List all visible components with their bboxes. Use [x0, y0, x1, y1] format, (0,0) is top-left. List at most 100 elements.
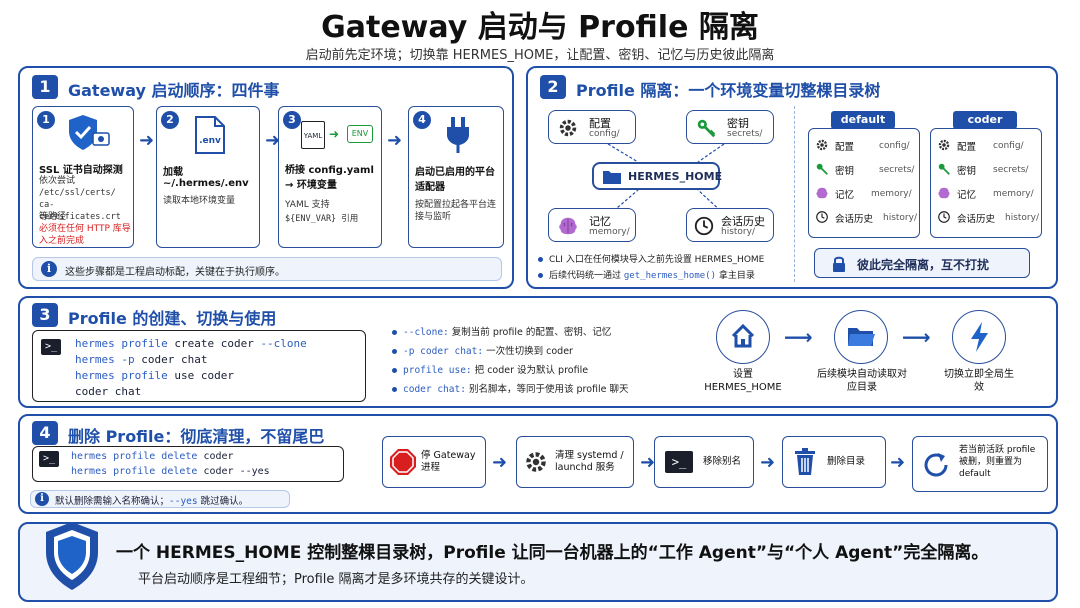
row-sub: history/ [1005, 213, 1039, 223]
section-title: 删除 Profile：彻底清理，不留尾巴 [68, 427, 325, 446]
delete-step-reset: 若当前活跃 profile 被删，则重置为 default [912, 436, 1048, 492]
step-card-yaml: 3 YAML ➜ ENV 桥接 config.yaml → 环境变量 YAML … [278, 106, 382, 248]
bullet-code: get_hermes_home() [623, 271, 717, 281]
delete-command-block: >_ hermes profile delete coder hermes pr… [32, 446, 344, 482]
command-line: hermes profile delete coder --yes [71, 466, 270, 477]
command-line: hermes profile create coder --clone [75, 337, 307, 350]
flow-label: 后续模块自动读取对应目录 [817, 369, 907, 393]
yaml-file-icon: YAML [301, 121, 325, 149]
profile-row: history/ [883, 212, 917, 223]
bullet-text: CLI 入口在任何模块导入之前先设置 HERMES_HOME [549, 255, 765, 265]
gear-icon [816, 139, 828, 151]
brain-icon [938, 187, 950, 199]
flow-label: 切换立即全局生效 [944, 369, 1014, 393]
step-title: 桥接 config.yaml → 环境变量 [285, 165, 374, 191]
node-label: 会话历史 [721, 215, 765, 228]
usage-bullet: profile use: 把 coder 设为默认 profile [392, 362, 588, 376]
row-label: 会话历史 [957, 214, 996, 225]
step-code: ${ENV_VAR} 引用 [285, 214, 359, 224]
page-subtitle: 启动前先定环境；切换靠 HERMES_HOME，让配置、密钥、记忆与历史彼此隔离 [305, 48, 775, 63]
key-icon [816, 163, 828, 175]
env-file-icon: .env [195, 116, 225, 154]
info-note: i 这些步骤都是工程启动标配，关键在于执行顺序。 [32, 257, 502, 281]
section-number: 1 [32, 75, 58, 99]
profile-row: 配置 [835, 139, 854, 153]
home-icon [731, 323, 755, 348]
history-clock-icon [694, 216, 714, 236]
trash-icon [795, 448, 815, 475]
arrow-icon: ➜ [760, 452, 776, 473]
profile-row: config/ [993, 140, 1024, 151]
row-label: 记忆 [957, 190, 977, 201]
step-card-env: 2 .env 加载 ~/.hermes/.env 读取本地环境变量 [156, 106, 260, 248]
profile-row: secrets/ [993, 164, 1028, 175]
arrow-icon: ⟶ [784, 325, 813, 349]
yaml-to-env-icon: YAML ➜ ENV [301, 121, 381, 151]
profile-row: secrets/ [879, 164, 914, 175]
row-sub: memory/ [993, 189, 1034, 199]
gear-icon [559, 119, 577, 137]
gear-icon [526, 452, 546, 472]
step-label: 删除目录 [827, 456, 866, 467]
info-icon: i [41, 261, 57, 277]
footer-headline: 一个 HERMES_HOME 控制整棵目录树，Profile 让同一台机器上的“… [116, 543, 989, 563]
node-label: 配置 [589, 117, 611, 130]
node-sub: history/ [721, 227, 755, 237]
env-tag-icon: ENV [347, 125, 373, 143]
plug-icon [447, 117, 469, 153]
step-number: 4 [413, 111, 431, 129]
bullet-dot-icon [392, 349, 397, 354]
terminal-icon: >_ [41, 339, 61, 355]
svg-text:.env: .env [199, 136, 221, 146]
step-title: 加载 ~/.hermes/.env [163, 167, 249, 189]
step-text: 等路径 [39, 212, 67, 222]
row-label: 密钥 [957, 166, 977, 177]
refresh-icon [924, 453, 948, 477]
flow-node-lightning [952, 310, 1006, 364]
section-gateway-startup: 1 Gateway 启动顺序：四件事 1 SSL 证书自动探测 依次尝试 /et… [18, 66, 514, 289]
row-sub: config/ [993, 141, 1024, 151]
step-number: 3 [283, 111, 301, 129]
step-text: 依次尝试 [39, 176, 76, 186]
node-sub: secrets/ [727, 129, 763, 139]
arrow-icon: ➜ [890, 452, 906, 473]
row-label: 密钥 [835, 166, 855, 177]
bullet-get-home: 后续代码统一通过 get_hermes_home() 拿主目录 [538, 268, 755, 281]
step-warning: 必须在任何 HTTP 库导入之前完成 [39, 224, 131, 246]
brain-icon [559, 217, 577, 235]
row-sub: config/ [879, 141, 910, 151]
isolation-badge: 彼此完全隔离，互不打扰 [814, 248, 1030, 278]
info-icon: i [35, 492, 49, 506]
shield-check-icon [46, 522, 98, 590]
lightning-icon [971, 322, 988, 352]
row-label: 会话历史 [835, 214, 874, 225]
flow-node-home [716, 310, 770, 364]
profile-row: 记忆 [835, 187, 854, 201]
usage-bullet: --clone: 复制当前 profile 的配置、密钥、记忆 [392, 324, 611, 338]
profile-row: config/ [879, 140, 910, 151]
step-text: 按配置拉起各平台连接与监听 [415, 200, 497, 222]
node-config: 配置 config/ [548, 110, 636, 144]
step-label: 清理 systemd / launchd 服务 [555, 450, 624, 473]
profile-name-tag: default [831, 111, 895, 129]
shield-certificate-icon [69, 115, 110, 150]
bullet-text: 拿主目录 [718, 271, 755, 281]
key-icon [697, 119, 716, 138]
row-sub: secrets/ [993, 165, 1029, 175]
section-number: 3 [32, 303, 58, 327]
step-title: 启动已启用的平台适配器 [415, 167, 495, 193]
folder-open-icon [848, 328, 875, 346]
key-icon [938, 163, 950, 175]
profile-row: 会话历史 [835, 211, 873, 225]
hub-hermes-home: HERMES_HOME [592, 162, 722, 190]
node-sub: config/ [589, 129, 620, 139]
bullet-dot-icon [392, 387, 397, 392]
folder-icon [603, 171, 621, 184]
usage-bullet: coder chat: 别名脚本，等同于使用该 profile 聊天 [392, 381, 629, 395]
profile-name-tag: coder [953, 111, 1017, 129]
command-line: coder chat [75, 385, 142, 398]
history-clock-icon [816, 211, 828, 223]
node-label: 密钥 [727, 117, 749, 130]
bullet-dot-icon [392, 368, 397, 373]
terminal-icon: >_ [39, 451, 59, 467]
